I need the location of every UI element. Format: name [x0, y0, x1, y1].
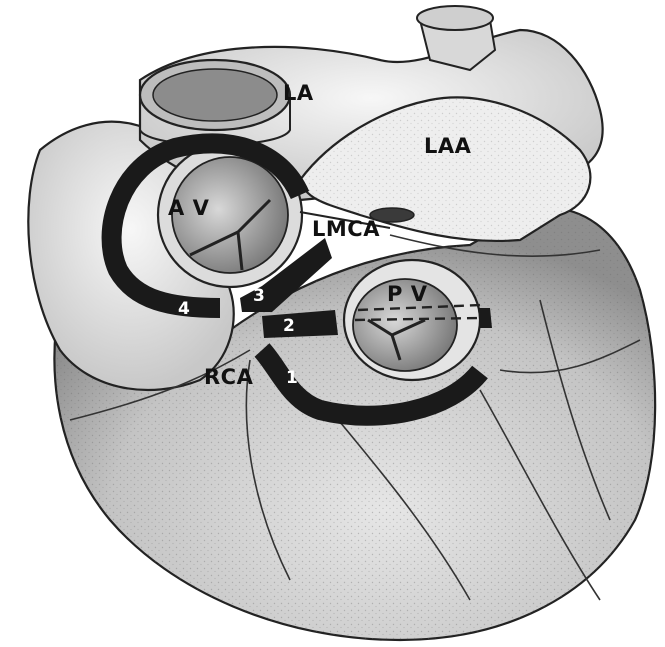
label-rca: RCA [204, 367, 253, 388]
band-number-4: 4 [178, 301, 190, 318]
band-segment-2b [478, 308, 492, 328]
band-number-3: 3 [253, 288, 265, 305]
band-number-2: 2 [283, 318, 295, 335]
label-la: LA [283, 83, 314, 104]
label-lmca: LMCA [312, 219, 380, 240]
band-number-1: 1 [286, 370, 298, 387]
label-pv: P V [387, 284, 427, 305]
label-av: A V [168, 198, 209, 219]
label-laa: LAA [424, 136, 471, 157]
